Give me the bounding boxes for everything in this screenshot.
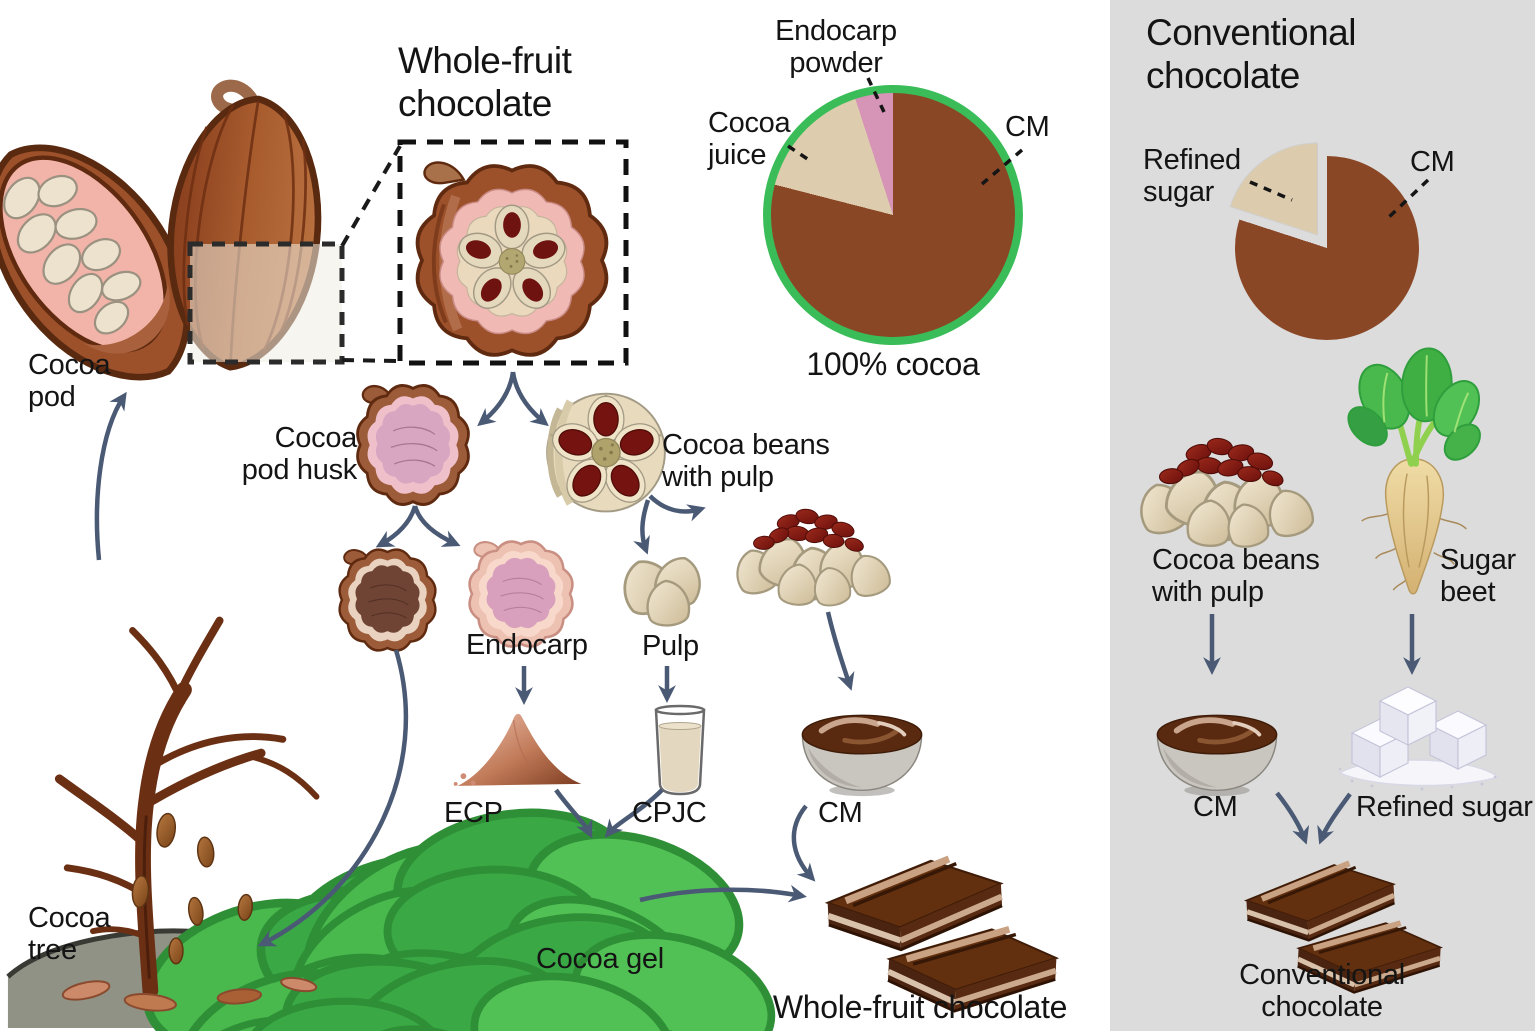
label-pulp: Pulp <box>642 630 699 662</box>
zoom-connector-top <box>340 144 402 248</box>
ecp-powder-shape <box>453 713 583 787</box>
label-endocarp-powder: Endocarp powder <box>775 15 897 79</box>
fallen-husks <box>61 976 318 1012</box>
label-refined-sugar-right: Refined sugar <box>1356 791 1533 823</box>
zoom-connector-bottom <box>341 358 399 363</box>
cocoa-pod-whole-illustration <box>167 79 322 371</box>
label-conventional-chocolate: Conventional chocolate <box>1239 959 1405 1023</box>
ecp-powder-illustration <box>453 713 583 787</box>
cocoa-pod-cut-illustration <box>0 144 191 381</box>
label-cocoa-juice: Cocoa juice <box>708 107 791 171</box>
label-whole-fruit-chocolate: Whole-fruit chocolate <box>772 989 1068 1025</box>
refined-sugar-shape <box>1337 686 1499 792</box>
label-cocoa-pod: Cocoa pod <box>28 349 111 413</box>
cocoa-pod-cross-section-illustration <box>415 161 609 357</box>
left-title: Whole-fruit chocolate <box>398 40 572 124</box>
cocoa-beans-pile-shape <box>730 506 895 610</box>
cocoa-beans-ball-illustration <box>542 386 670 514</box>
label-cocoa-tree: Cocoa tree <box>28 902 111 966</box>
conventional-beans-pile-shape <box>1134 435 1318 551</box>
whole-fruit-pie-disc <box>763 85 1023 345</box>
label-cm-pie2: CM <box>1410 146 1455 178</box>
conventional-cm-bowl-shape <box>1157 715 1276 796</box>
cocoa-pod-husk-illustration <box>356 384 470 506</box>
cocoa-beans-ball-shape <box>547 394 665 512</box>
refined-sugar-illustration <box>1337 686 1499 792</box>
conventional-beans-pile-illustration <box>1134 435 1318 551</box>
arrow-beanspile-to-cm <box>825 611 855 691</box>
whole-fruit-pie-chart <box>763 85 1023 345</box>
cpjc-glass-shape <box>654 704 706 796</box>
whole-fruit-pie-exploded-layer <box>763 85 1063 235</box>
conventional-cm-bowl-illustration <box>1148 698 1286 798</box>
label-ecp: ECP <box>444 797 503 829</box>
label-refined-sugar-pie2: Refined sugar <box>1143 144 1241 208</box>
cocoa-pod-husk-shape <box>356 384 470 506</box>
cm-bowl-illustration <box>793 698 931 798</box>
cpjc-glass-illustration <box>654 704 706 796</box>
conventional-pie-chart <box>1229 142 1419 340</box>
cocoa-tree-illustration <box>0 616 816 1031</box>
label-endocarp: Endocarp <box>466 629 588 661</box>
arrow-husk-to-brown-husk <box>375 505 418 548</box>
label-cm-right: CM <box>1193 791 1238 823</box>
label-pie1-title: 100% cocoa <box>806 346 980 382</box>
cocoa-beans-pile-illustration <box>730 506 895 610</box>
label-cpjc: CPJC <box>632 797 707 829</box>
label-sugar-beet: Sugar beet <box>1440 544 1516 608</box>
arrow-crosssection-to-husk <box>477 371 516 427</box>
arrow-crosssection-to-beans <box>510 371 549 427</box>
right-panel-title: Conventional chocolate <box>1146 12 1356 96</box>
tree-pods <box>131 812 254 965</box>
pulp-shape <box>615 551 707 628</box>
label-cocoa-beans-with-pulp: Cocoa beans with pulp <box>662 429 830 493</box>
label-cocoa-gel: Cocoa gel <box>536 943 664 975</box>
cm-bowl-shape <box>802 715 921 796</box>
label-cocoa-pod-husk: Cocoa pod husk <box>241 422 358 486</box>
pulp-illustration <box>615 551 707 628</box>
arrow-husk-to-endocarp <box>412 505 461 547</box>
conventional-pie-exploded-layer <box>1229 142 1319 236</box>
label-cm-pie1: CM <box>1005 111 1050 143</box>
label-conventional-beans: Cocoa beans with pulp <box>1152 544 1320 608</box>
label-cm-left: CM <box>818 797 863 829</box>
